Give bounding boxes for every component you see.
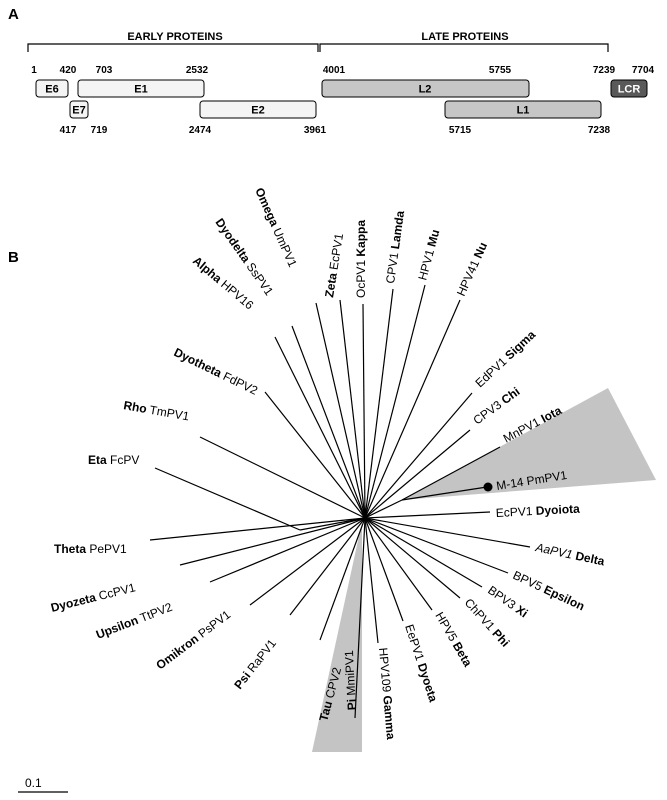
early-proteins-label: EARLY PROTEINS [127,31,222,43]
leaf-kappa: OcPV1 Kappa [354,220,368,298]
leaf-dyotheta: Dyotheta FdPV2 [172,345,261,398]
leaf-rho: Rho TmPV1 [122,398,190,423]
leaf-eta: Eta FcPV [88,453,139,467]
branch-beta [364,517,433,611]
branch-omega [315,302,366,519]
gene-label-e6: E6 [45,84,58,96]
branch-eta [154,467,301,531]
panel-label-a: A [8,6,19,23]
pmpv-node-dot [483,482,493,492]
leaf-pi: Pi MmiPV1 [342,650,359,711]
branch-chi [364,429,471,519]
leaf-omega: Omega UmPV1 [252,186,300,270]
coord-e2-end: 3961 [304,125,327,136]
branch-dyotheta [264,391,366,519]
branch-pi [354,517,366,719]
gene-box-e1 [77,79,205,98]
branch-delta [364,517,531,548]
branch-upsilon [209,517,366,583]
scale-bar-label: 0.1 [25,776,42,790]
leaf-mu: HPV1 Mu [415,228,442,282]
branch-iota-stem [364,499,403,519]
gene-label-l1: L1 [517,105,530,117]
gene-box-e2 [199,100,317,119]
gene-label-l2: L2 [419,84,432,96]
gene-label-e2: E2 [251,105,264,117]
leaf-xi: BPV3 Xi [485,583,530,620]
leaf-dyoiota: EcPV1 Dyoiota [495,502,580,520]
branch-omikron [249,517,366,606]
coord-l1-end: 7238 [588,125,611,136]
gene-box-e7 [69,100,89,119]
coord-l1-start-top: 7239 [593,65,616,76]
leaf-beta: HPV5 Beta [432,610,475,670]
highlight-iota-clade [402,388,656,500]
leaf-lamda: CPV1 Lamda [383,209,407,284]
leaf-sigma: EdPV1 Sigma [472,327,538,390]
coord-lcr-end: 7704 [632,65,655,76]
branch-theta [149,517,366,541]
leaf-theta: Theta PePV1 [54,542,127,556]
gene-box-e6 [35,79,69,98]
coord-e7-end: 719 [91,125,108,136]
coord-l1-start: 5715 [449,125,472,136]
highlight-pi-clade [312,522,362,752]
branch-dyoiota [364,511,491,519]
coord-e6-end: 420 [60,65,77,76]
branch-iota [401,446,501,501]
leaf-delta: AaPV1 Delta [533,540,606,569]
branch-dyodelta [291,325,366,519]
branch-gamma [364,517,379,644]
branch-psi [289,517,366,616]
coord-e6-start: 1 [31,65,37,76]
branch-eta-internal [299,517,366,531]
late-proteins-label: LATE PROTEINS [421,31,508,43]
branch-sigma [364,392,473,519]
branch-epsilon [364,517,509,574]
coord-l2-end: 5755 [489,65,512,76]
branch-pmpv [401,486,488,501]
branch-nu [364,299,461,519]
branch-xi [364,517,483,588]
branch-alpha [274,336,366,519]
leaf-gamma: HPV109 Gamma [376,647,398,740]
coord-l2-start: 4001 [323,65,346,76]
early-proteins-bracket [27,43,319,52]
branch-rho [199,436,366,519]
gene-box-l1 [444,100,602,119]
coord-e1-start: 703 [96,65,113,76]
coord-e7-start: 417 [60,125,77,136]
leaf-dyozeta: Dyozeta CcPV1 [49,580,137,615]
branch-dyoeta [364,517,404,622]
gene-label-lcr: LCR [618,84,641,96]
branch-mu [364,284,426,519]
branch-tau [319,517,366,641]
leaf-dyoeta: EePV1 Dyoeta [402,623,440,704]
gene-label-e1: E1 [134,84,147,96]
leaf-omikron: Omikron PsPV1 [153,607,233,672]
branch-zeta [339,299,366,519]
leaf-nu: HPV41 Nu [454,240,490,298]
branch-dyozeta [179,517,366,566]
branch-lamda [364,288,394,519]
late-proteins-bracket [319,43,609,52]
leaf-upsilon: Upsilon TtPV2 [94,600,174,642]
branch-kappa [362,303,366,519]
coord-e1-end: 2532 [186,65,209,76]
branch-phi [364,517,461,599]
gene-box-l2 [321,79,530,98]
gene-box-lcr [610,79,648,98]
gene-label-e7: E7 [72,105,85,117]
leaf-psi: Psi RaPV1 [231,636,279,692]
leaf-chi: CPV3 Chi [471,384,523,427]
coord-e2-start: 2474 [189,125,212,136]
panel-label-b: B [8,249,19,266]
leaf-zeta: Zeta EcPV1 [322,232,346,298]
tree-branches [149,284,531,719]
